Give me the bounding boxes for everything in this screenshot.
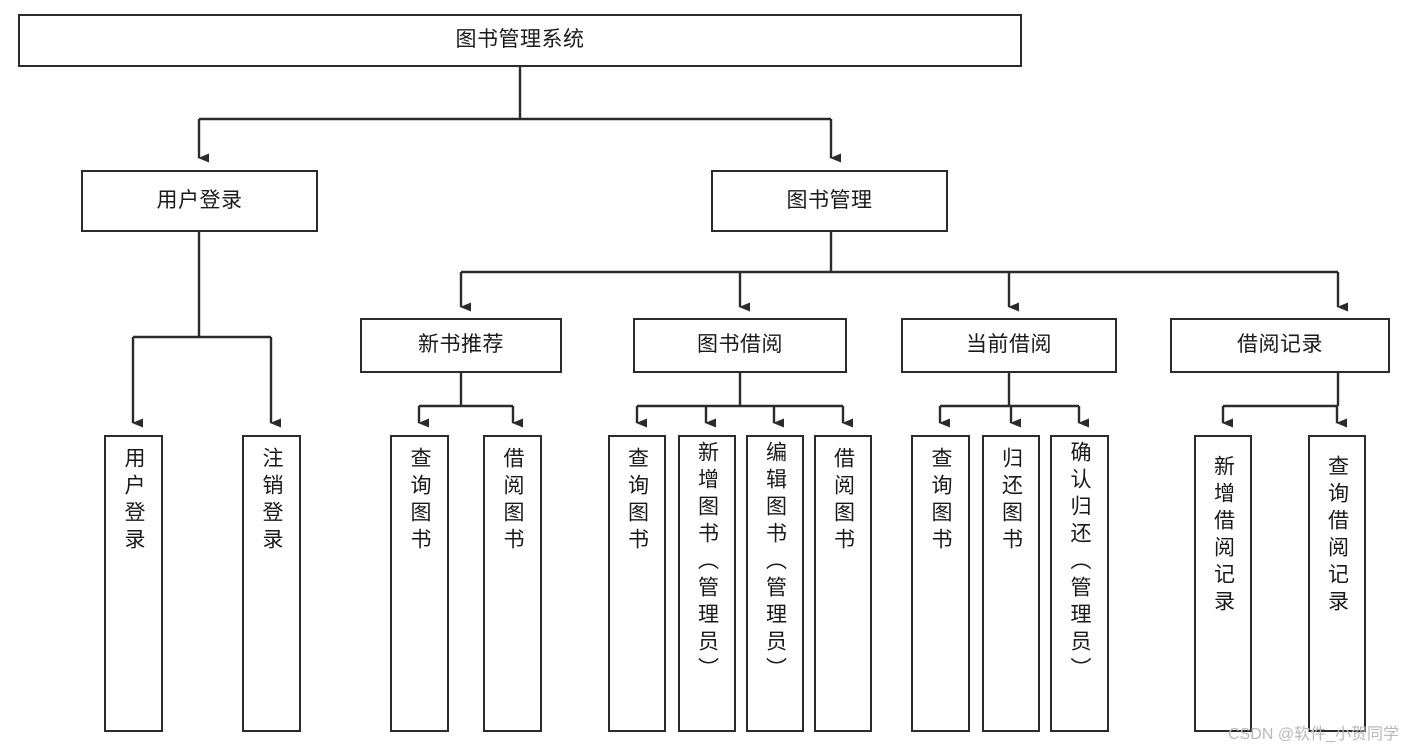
node-leaf-borrow-book-1-label: 借阅图书 [501,447,524,555]
node-leaf-user-login-label: 用户登录 [122,447,145,555]
node-leaf-add-book-label: 新增图书（管理员） [695,441,719,684]
node-leaf-confirm-return[interactable]: 确认归还（管理员） [1050,435,1109,732]
node-new-book-recommend-label: 新书推荐 [418,333,504,357]
node-leaf-query-book-2[interactable]: 查询图书 [608,435,666,732]
node-book-borrow-label: 图书借阅 [697,333,783,357]
node-root-label: 图书管理系统 [455,28,585,52]
node-book-manage-label: 图书管理 [786,188,873,212]
node-current-borrow-label: 当前借阅 [966,333,1052,357]
node-user-login-label: 用户登录 [156,188,243,212]
node-leaf-confirm-return-label: 确认归还（管理员） [1068,441,1091,684]
node-book-borrow[interactable]: 图书借阅 [633,318,847,373]
node-book-manage[interactable]: 图书管理 [711,170,948,232]
csdn-watermark: CSDN @软件_小贺同学 [1228,726,1399,743]
node-leaf-edit-book[interactable]: 编辑图书（管理员） [746,435,804,732]
node-leaf-logout-login-label: 注销登录 [260,447,283,555]
node-user-login[interactable]: 用户登录 [81,170,318,232]
node-leaf-query-record-label: 查询借阅记录 [1325,455,1349,617]
node-leaf-query-book-1-label: 查询图书 [408,447,431,555]
node-current-borrow[interactable]: 当前借阅 [901,318,1117,373]
node-leaf-query-book-3-label: 查询图书 [929,447,952,555]
node-leaf-add-book[interactable]: 新增图书（管理员） [678,435,736,732]
node-borrow-record[interactable]: 借阅记录 [1170,318,1390,373]
node-root[interactable]: 图书管理系统 [18,14,1022,67]
node-leaf-add-record-label: 新增借阅记录 [1211,455,1235,617]
node-leaf-borrow-book-1[interactable]: 借阅图书 [483,435,542,732]
node-leaf-logout-login[interactable]: 注销登录 [242,435,301,732]
node-leaf-query-book-1[interactable]: 查询图书 [390,435,449,732]
node-leaf-borrow-book-2-label: 借阅图书 [831,447,855,555]
node-leaf-query-book-3[interactable]: 查询图书 [911,435,970,732]
node-leaf-borrow-book-2[interactable]: 借阅图书 [814,435,872,732]
node-leaf-add-record[interactable]: 新增借阅记录 [1194,435,1252,732]
node-leaf-query-record[interactable]: 查询借阅记录 [1308,435,1366,732]
node-leaf-query-book-2-label: 查询图书 [625,447,649,555]
node-leaf-return-book-label: 归还图书 [999,447,1023,555]
node-new-book-recommend[interactable]: 新书推荐 [360,318,562,373]
node-leaf-return-book[interactable]: 归还图书 [982,435,1040,732]
node-leaf-user-login[interactable]: 用户登录 [104,435,163,732]
node-borrow-record-label: 借阅记录 [1237,333,1323,357]
node-leaf-edit-book-label: 编辑图书（管理员） [763,441,787,684]
